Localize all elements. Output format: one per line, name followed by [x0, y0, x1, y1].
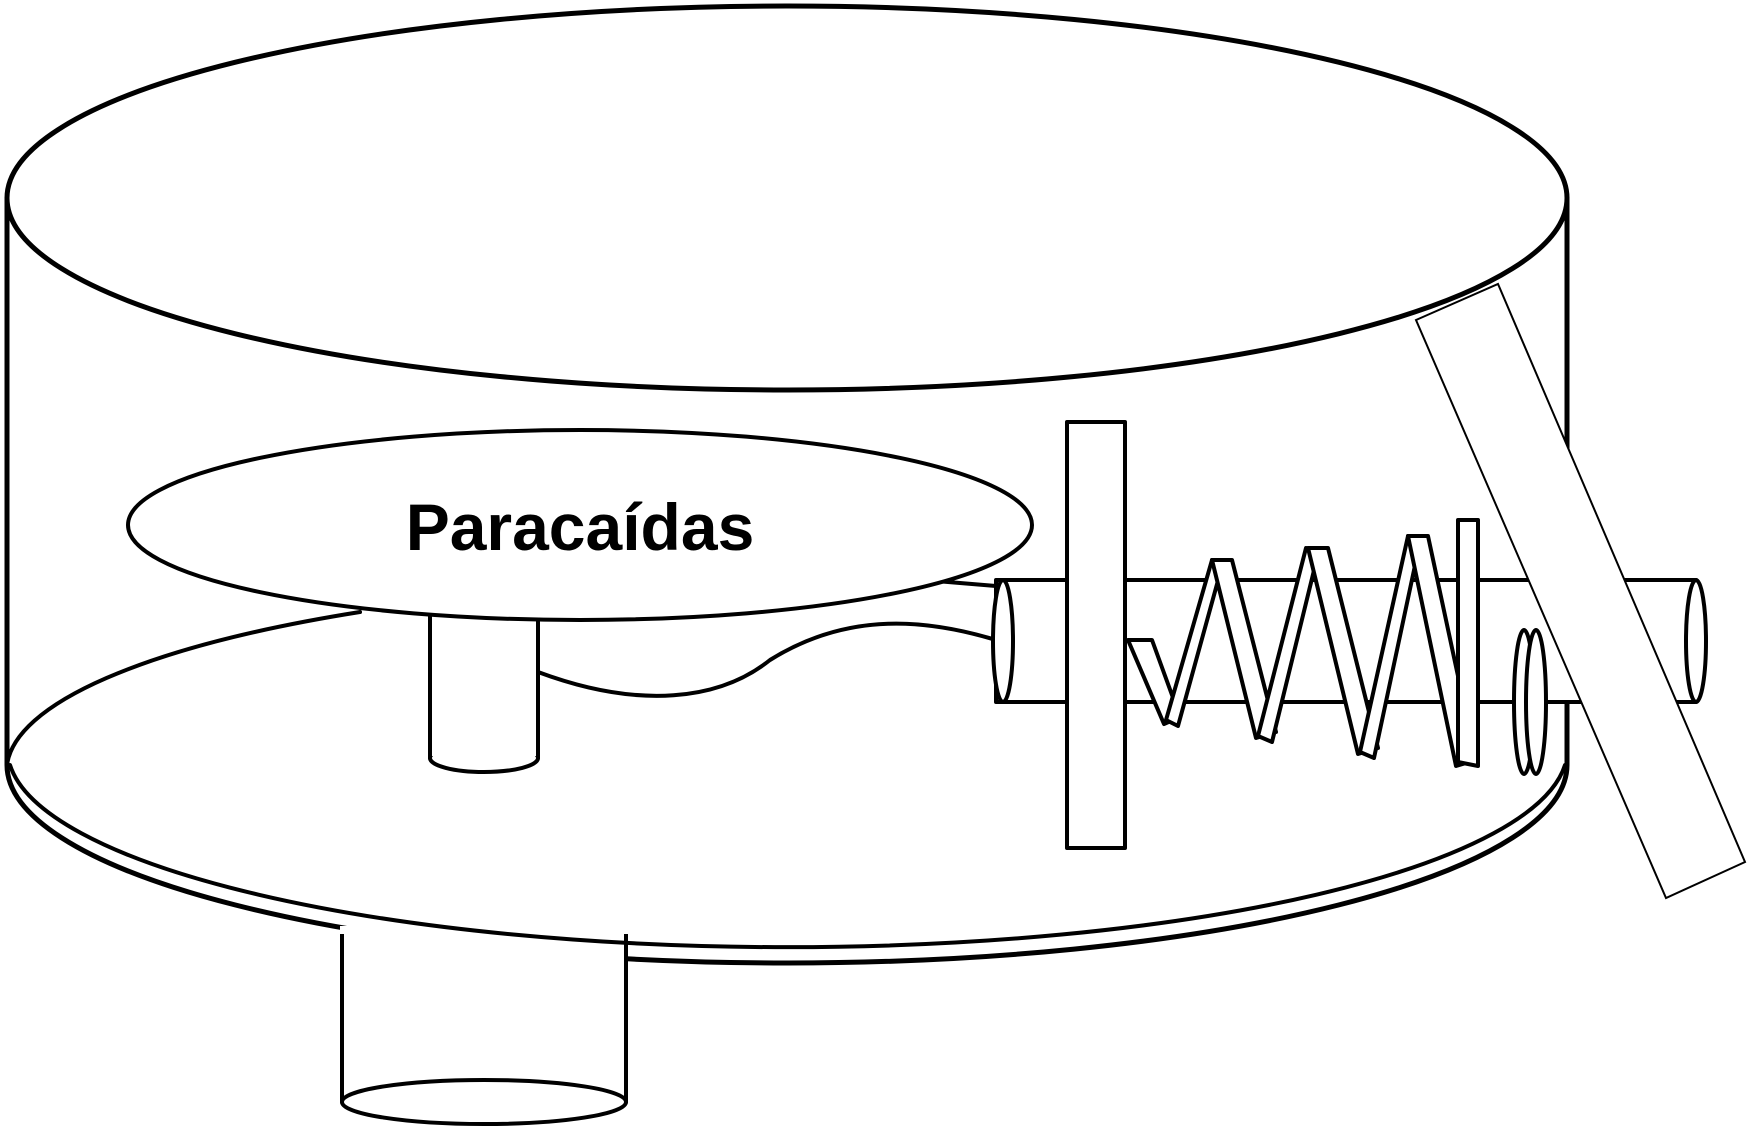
compression-spring	[1126, 518, 1548, 776]
parachute-label: Paracaídas	[406, 490, 755, 564]
parachute-post	[428, 598, 540, 774]
cylinder-top-disk	[4, 3, 1570, 393]
cylinder-bottom-rim	[5, 610, 362, 767]
stop-plate	[1065, 420, 1127, 850]
trigger-lever	[1414, 282, 1747, 900]
release-cable	[536, 621, 998, 698]
bottom-outlet-pipe	[8, 763, 1567, 1126]
parachute-disk: Paracaídas	[126, 428, 1034, 622]
